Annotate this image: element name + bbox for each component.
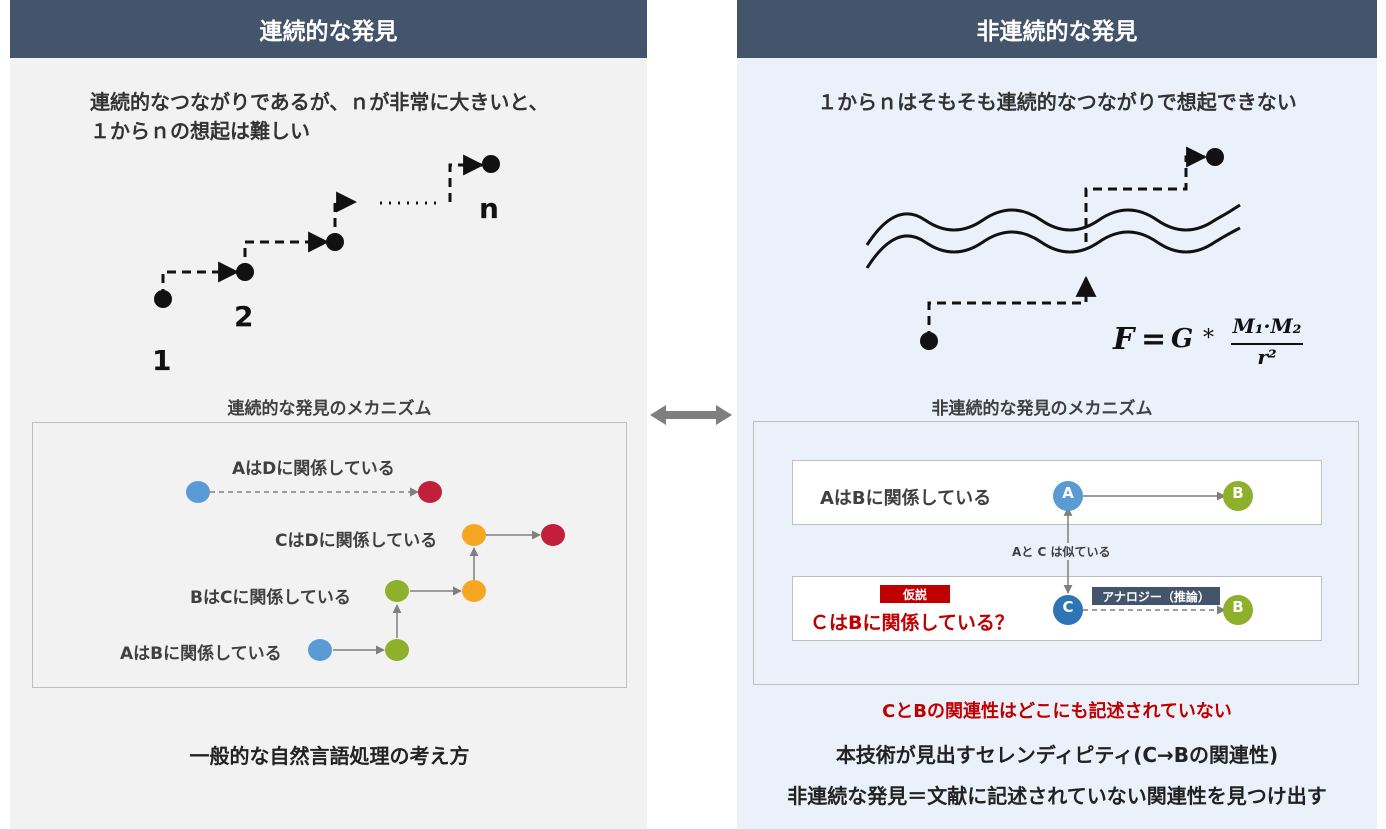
hypothesis-text: ＣはBに関係している？ [810,612,1014,634]
staircase-path [161,154,485,298]
right-footer-line2: 非連続な発見＝文献に記述されていない関連性を見つけ出す [787,784,1327,808]
step-label-1: 1 [152,344,172,377]
analogy-tag: アナロジー（推論） [1092,587,1220,605]
step-node-1 [154,290,172,308]
row-label-c-d: CはDに関係している [275,531,438,551]
start-node [920,332,938,350]
node-c-lower [462,580,486,602]
hypothesis-tag: 仮説 [880,585,950,603]
similarity-label: Aと C は似ている [1010,543,1113,560]
formula-numerator: M₁·M₂ [1232,314,1302,338]
right-mechanism-title: 非連続的な発見のメカニズム [931,399,1153,419]
right-mechanism-box [753,421,1359,685]
left-footer: 一般的な自然言語処理の考え方 [189,744,470,768]
wave-line-lower [865,226,1241,269]
right-description: １からｎはそもそも連続的なつながりで想起できない [817,90,1297,114]
jump-path [927,146,1208,340]
step-node-n [482,155,500,173]
node-b-bottom [385,639,409,661]
left-header: 連続的な発見 [10,0,647,58]
node-b-top [1223,481,1253,511]
right-header: 非連続的な発見 [737,0,1377,58]
row-label-b-c: BはCに関係している [190,588,351,608]
wave-line-upper [865,203,1241,246]
node-c-upper [462,524,486,546]
node-b-middle [385,580,409,602]
node-b-bottom-label: B [1232,598,1244,616]
double-arrow-icon [650,405,732,425]
node-a-label: A [1062,484,1074,502]
left-mechanism-title: 連続的な発見のメカニズム [227,399,432,419]
step-node-3 [326,233,344,251]
formula-eq: = [1141,322,1167,357]
staircase-diagram [154,154,500,308]
left-mechanism-box [32,422,627,688]
left-panel [10,58,647,829]
node-b-bottom [1223,595,1253,625]
node-d-right [541,524,565,546]
right-panel [737,58,1377,829]
formula-times: * [1203,326,1214,351]
node-d-top [418,481,442,503]
row-label-a-b: AはBに関係している [120,644,282,664]
wave-diagram [865,146,1241,350]
formula-g: G [1171,324,1194,354]
gravity-formula: F = G * M₁·M₂ r² [1113,314,1313,378]
step-label-n: n [479,192,499,225]
note-no-record: CとBの関連性はどこにも記述されていない [882,701,1232,722]
formula-fraction-bar [1231,343,1303,345]
fact-row-label: AはBに関係している [820,488,992,509]
left-description-line1: 連続的なつながりであるが、ｎが非常に大きいと、 [90,90,549,114]
node-a [1053,481,1083,511]
node-b-top-label: B [1232,484,1244,502]
formula-lhs: F [1113,322,1135,357]
node-a-top [186,481,210,503]
end-node [1206,148,1224,166]
node-c-label: C [1062,598,1074,616]
left-description-line2: １からｎの想起は難しい [90,119,310,143]
step-label-2: 2 [234,300,254,333]
right-mechanism-graph [1053,481,1253,625]
row-label-a-d: AはDに関係している [232,459,395,479]
right-footer-line1: 本技術が見出すセレンディピティ(C→Bの関連性) [835,743,1279,767]
left-mechanism-graph [186,481,565,661]
node-c [1053,595,1083,625]
formula-denominator: r² [1257,345,1277,369]
step-node-2 [236,263,254,281]
node-a-bottom [308,639,332,661]
